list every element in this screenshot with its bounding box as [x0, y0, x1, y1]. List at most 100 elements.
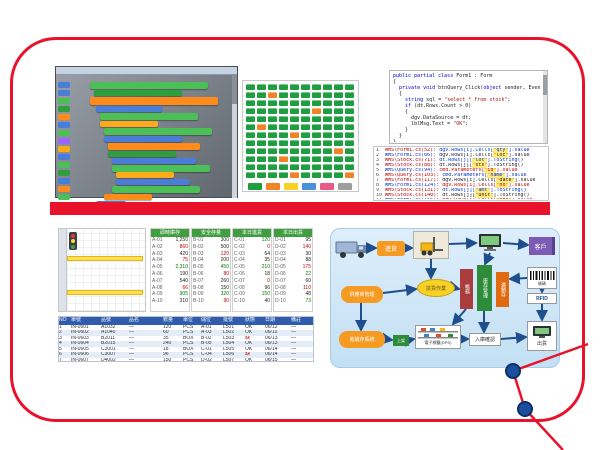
status-cell[interactable]	[246, 164, 255, 170]
status-cell[interactable]	[257, 116, 266, 122]
status-cell[interactable]	[323, 164, 332, 170]
status-cell[interactable]	[290, 140, 299, 146]
table-header-cell[interactable]: 日期	[265, 317, 276, 323]
status-cell[interactable]	[312, 164, 321, 170]
status-cell[interactable]	[345, 140, 354, 146]
status-cell[interactable]	[301, 140, 310, 146]
status-cell[interactable]	[290, 100, 299, 106]
status-cell[interactable]	[257, 124, 266, 130]
status-cell[interactable]	[246, 132, 255, 138]
palette-block[interactable]	[58, 82, 70, 88]
palette-block[interactable]	[58, 178, 70, 184]
status-cell[interactable]	[323, 124, 332, 130]
status-cell[interactable]	[301, 92, 310, 98]
legend-tab[interactable]	[284, 183, 298, 190]
status-cell[interactable]	[345, 172, 354, 178]
status-cell[interactable]	[257, 140, 266, 146]
status-cell[interactable]	[279, 164, 288, 170]
status-cell[interactable]	[246, 124, 255, 130]
status-cell[interactable]	[312, 132, 321, 138]
status-cell[interactable]	[257, 92, 266, 98]
status-cell[interactable]	[290, 92, 299, 98]
status-cell[interactable]	[246, 148, 255, 154]
status-cell[interactable]	[301, 124, 310, 130]
table-header-cell[interactable]: 品號	[101, 317, 112, 323]
status-cell[interactable]	[345, 116, 354, 122]
status-cell[interactable]	[312, 156, 321, 162]
status-cell[interactable]	[334, 164, 343, 170]
status-cell[interactable]	[345, 84, 354, 90]
block-canvas[interactable]	[56, 74, 232, 206]
status-cell[interactable]	[257, 108, 266, 114]
status-cell[interactable]	[257, 132, 266, 138]
status-cell[interactable]	[334, 84, 343, 90]
status-cell[interactable]	[290, 108, 299, 114]
search-results-panel[interactable]: 1 WMS\Form1.cs(52): dgv.Rows[i].Cells["q…	[373, 146, 549, 201]
status-cell[interactable]	[334, 100, 343, 106]
script-block[interactable]	[90, 82, 208, 89]
script-block[interactable]	[108, 151, 176, 157]
schedule-grid[interactable]	[58, 228, 146, 312]
status-cell[interactable]	[257, 148, 266, 154]
status-cell[interactable]	[279, 84, 288, 90]
status-cell[interactable]	[312, 92, 321, 98]
status-cell[interactable]	[279, 108, 288, 114]
status-cell[interactable]	[246, 92, 255, 98]
table-header-cell[interactable]: 數量	[163, 317, 174, 323]
status-cell[interactable]	[290, 148, 299, 154]
status-cell[interactable]	[290, 84, 299, 90]
status-cell[interactable]	[301, 132, 310, 138]
status-cell[interactable]	[268, 156, 277, 162]
table-header-cell[interactable]: 單位	[183, 317, 194, 323]
script-block[interactable]	[104, 128, 212, 135]
status-cell[interactable]	[279, 100, 288, 106]
table-header-cell[interactable]: 狀態	[245, 317, 256, 323]
status-cell[interactable]	[334, 140, 343, 146]
script-block[interactable]	[112, 186, 200, 193]
status-cell[interactable]	[268, 164, 277, 170]
status-cell[interactable]	[279, 156, 288, 162]
status-cell[interactable]	[312, 140, 321, 146]
status-cell[interactable]	[323, 108, 332, 114]
status-cell[interactable]	[290, 116, 299, 122]
status-cell[interactable]	[257, 172, 266, 178]
code-editor-scrollbar[interactable]	[543, 71, 547, 143]
status-cell[interactable]	[301, 164, 310, 170]
status-cell[interactable]	[301, 148, 310, 154]
status-cell[interactable]	[279, 92, 288, 98]
palette-block[interactable]	[58, 98, 70, 104]
status-cell[interactable]	[334, 92, 343, 98]
script-block[interactable]	[108, 143, 200, 150]
palette-block[interactable]	[58, 186, 70, 192]
status-cell[interactable]	[257, 156, 266, 162]
table-header-cell[interactable]: 單號	[71, 317, 82, 323]
status-cell[interactable]	[345, 92, 354, 98]
status-cell[interactable]	[268, 148, 277, 154]
table-header-cell[interactable]: 品名	[129, 317, 140, 323]
status-cell[interactable]	[290, 156, 299, 162]
status-cell[interactable]	[334, 172, 343, 178]
script-block[interactable]	[104, 194, 152, 200]
palette-block[interactable]	[58, 122, 70, 128]
status-cell[interactable]	[268, 124, 277, 130]
